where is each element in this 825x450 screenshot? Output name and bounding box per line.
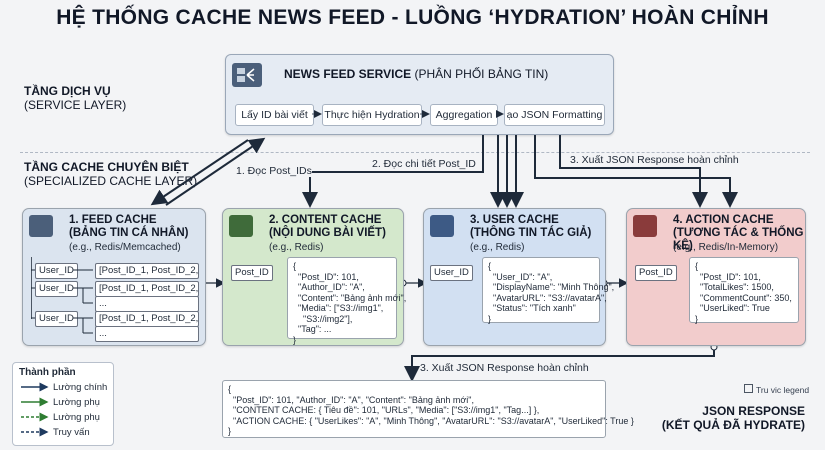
service-heading: NEWS FEED SERVICE (PHÂN PHỐI BẢNG TIN) <box>284 67 548 81</box>
cache-layer-label: TẦNG CACHE CHUYÊN BIỆT (SPECIALIZED CACH… <box>24 160 197 188</box>
feed-cache-title: 1. FEED CACHE (BẢNG TIN CÁ NHÂN) <box>69 214 188 240</box>
legend-item: Lường phụ <box>53 412 100 423</box>
feed-row-key: User_ID <box>35 311 78 327</box>
content-cache-json: { "Post_ID": 101, "Author_ID": "A", "Con… <box>287 257 406 345</box>
arrow-to-action-2 <box>559 135 708 208</box>
user-cache-name: 3. USER CACHE <box>470 214 559 226</box>
arrow-to-content <box>302 135 484 208</box>
legend-swatches <box>21 382 49 437</box>
page-title: HỆ THỐNG CACHE NEWS FEED - LUỒNG ‘HYDRAT… <box>56 6 769 29</box>
arrow-read-ids-up <box>165 137 266 206</box>
user-cache-tech: (e.g., Redis) <box>470 242 525 253</box>
arrow-read-ids-down <box>150 139 249 206</box>
feed-row-key: User_ID <box>35 263 78 279</box>
action-cache-chip-icon <box>633 215 657 237</box>
step-hydration: Thực hiện Hydration <box>322 104 422 126</box>
label-read-ids: 1. Đọc Post_IDs <box>236 165 312 177</box>
label-read-details: 2. Đọc chi tiết Post_ID <box>372 158 476 170</box>
legend-note-text: Tru vic legend <box>756 385 810 395</box>
arrow-to-action-1 <box>534 135 738 208</box>
content-cache-chip-icon <box>229 215 253 237</box>
action-cache-card: 4. ACTION CACHE (TƯƠNG TÁC & THỐNG KÊ) (… <box>626 208 806 346</box>
feed-cache-chip-icon <box>29 215 53 237</box>
user-cache-card: 3. USER CACHE (THÔNG TIN TÁC GIẢ) (e.g.,… <box>423 208 614 346</box>
user-cache-title: 3. USER CACHE (THÔNG TIN TÁC GIẢ) <box>470 214 591 240</box>
feed-cache-name: 1. FEED CACHE <box>69 214 157 226</box>
legend-note: Tru vic legend <box>744 384 809 395</box>
feed-row-arrows <box>31 269 93 334</box>
user-cache-key: User_ID <box>430 265 473 281</box>
action-cache-json: { "Post_ID": 101, "TotalLikes": 1500, "C… <box>689 257 799 324</box>
json-response-label: JSON RESPONSE (KẾT QUẢ ĐÃ HYDRATE) <box>650 404 805 432</box>
user-cache-chip-icon <box>430 215 454 237</box>
label-export-top: 3. Xuất JSON Response hoàn chỉnh <box>570 154 739 166</box>
user-cache-json: { "User_ID": "A", "DisplayName": "Minh T… <box>482 257 614 324</box>
content-cache-subtitle: (NỘI DUNG BÀI VIẾT) <box>269 227 386 239</box>
feed-row-key: User_ID <box>35 281 78 297</box>
feed-row-value: ... <box>95 326 199 342</box>
service-layer-title: TẦNG DỊCH VỤ <box>24 84 111 98</box>
cache-layer-title: TẦNG CACHE CHUYÊN BIỆT <box>24 160 189 174</box>
user-cache-subtitle: (THÔNG TIN TÁC GIẢ) <box>470 227 592 239</box>
content-cache-tech: (e.g., Redis) <box>269 242 324 253</box>
label-export-bottom: 3. Xuất JSON Response hoàn chỉnh <box>420 362 589 374</box>
legend-panel: Thành phần Lường chính Lường phụ Lường p… <box>12 362 114 446</box>
layer-divider <box>20 152 810 153</box>
feed-cache-card: 1. FEED CACHE (BẢNG TIN CÁ NHÂN) (e.g., … <box>22 208 206 346</box>
feed-row-value: [Post_ID_1, Post_ID_2, ... <box>95 263 199 279</box>
json-response-subtitle: (KẾT QUẢ ĐÃ HYDRATE) <box>661 418 805 432</box>
legend-title: Thành phần <box>19 367 76 378</box>
legend-note-icon <box>744 384 753 393</box>
content-cache-card: 2. CONTENT CACHE (NỘI DUNG BÀI VIẾT) (e.… <box>222 208 406 346</box>
service-layer-subtitle: (SERVICE LAYER) <box>24 98 127 112</box>
action-cache-subtitle: (TƯƠNG TÁC & THỐNG KÊ) <box>673 227 804 252</box>
legend-item: Lường chính <box>53 382 108 393</box>
feed-cache-subtitle: (BẢNG TIN CÁ NHÂN) <box>69 227 189 239</box>
action-cache-name: 4. ACTION CACHE <box>673 214 774 226</box>
legend-item: Truy vấn <box>53 427 90 438</box>
service-layer-label: TẦNG DỊCH VỤ (SERVICE LAYER) <box>24 84 126 112</box>
service-chip-icon <box>232 63 262 87</box>
step-get-ids: Lấy ID bài viết <box>235 104 314 126</box>
json-response-box: { "Post_ID": 101, "Author_ID": "A", "Con… <box>222 380 634 438</box>
cache-layer-subtitle: (SPECIALIZED CACHE LAYER) <box>24 174 198 188</box>
step-aggregation: Aggregation <box>430 104 498 126</box>
arrow-export-response <box>404 347 715 382</box>
legend-item: Lường phụ <box>53 397 100 408</box>
action-cache-title: 4. ACTION CACHE (TƯƠNG TÁC & THỐNG KÊ) <box>673 214 805 253</box>
action-cache-key: Post_ID <box>635 265 677 281</box>
service-desc: (PHÂN PHỐI BẢNG TIN) <box>414 67 549 81</box>
content-cache-name: 2. CONTENT CACHE <box>269 214 382 226</box>
json-response-title: JSON RESPONSE <box>702 404 805 418</box>
service-name: NEWS FEED SERVICE <box>284 67 412 81</box>
action-cache-tech: (e.g., Redis/In-Memory) <box>673 242 779 253</box>
content-cache-title: 2. CONTENT CACHE (NỘI DUNG BÀI VIẾT) <box>269 214 386 240</box>
step-json-formatting: ạo JSON Formatting <box>504 104 605 126</box>
content-cache-key: Post_ID <box>231 265 273 281</box>
feed-cache-tech: (e.g., Redis/Memcached) <box>69 242 181 253</box>
